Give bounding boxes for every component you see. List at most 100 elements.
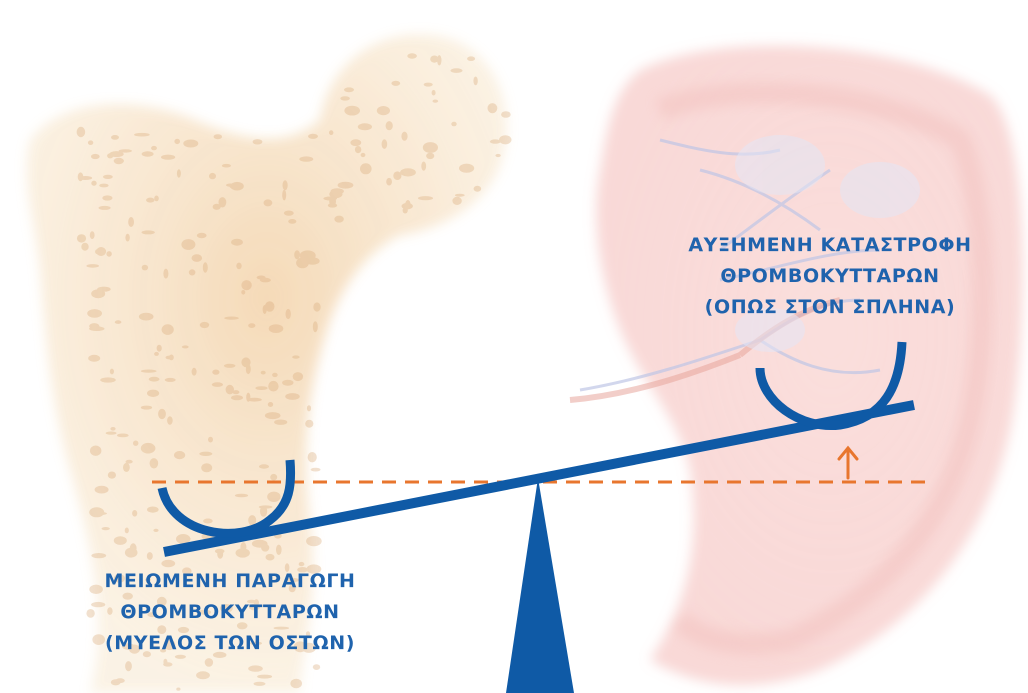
bone-pore: [128, 217, 134, 227]
bone-pore: [130, 543, 137, 553]
bone-pore: [257, 675, 272, 679]
label-line: (ΟΠΩΣ ΣΤΟΝ ΣΠΛΗΝΑ): [630, 292, 1028, 323]
bone-pore: [176, 688, 180, 691]
bone-pore: [150, 458, 159, 468]
bone-pore: [386, 178, 392, 186]
bone-pore: [110, 427, 115, 431]
bone-pore: [299, 156, 313, 161]
bone-pore: [386, 121, 393, 130]
bone-pore: [286, 309, 291, 319]
bone-pore: [292, 355, 299, 358]
bone-pore: [103, 175, 113, 179]
bone-pore: [224, 364, 236, 368]
bone-pore: [189, 269, 196, 275]
bone-pore: [209, 173, 216, 179]
bone-pore: [114, 536, 127, 545]
bone-pore: [158, 409, 166, 419]
bone-pore: [141, 406, 152, 410]
bone-pore: [147, 390, 159, 397]
bone-pore: [283, 180, 288, 190]
bone-pore: [174, 139, 180, 144]
bone-pore: [311, 468, 321, 472]
bone-pore: [331, 188, 344, 194]
bone-pore: [274, 420, 287, 425]
label-line: ΜΕΙΩΜΕΝΗ ΠΑΡΑΓΩΓΗ: [30, 566, 430, 597]
bone-pore: [423, 142, 438, 153]
bone-pore: [192, 254, 203, 262]
bone-pore: [177, 169, 181, 177]
bone-pore: [355, 146, 361, 153]
bone-pore: [91, 154, 100, 159]
bone-pore: [86, 264, 99, 268]
bone-pore: [276, 545, 282, 555]
bone-pore: [126, 460, 133, 464]
bone-pore: [222, 164, 231, 168]
bone-pore: [282, 190, 286, 201]
spleen-illustration: [570, 46, 1023, 686]
bone-pore: [255, 386, 267, 390]
bone-pore: [142, 265, 148, 271]
bone-pore: [257, 276, 266, 280]
bone-pore: [212, 382, 223, 387]
bone-pore: [261, 371, 266, 375]
bone-pore: [89, 507, 104, 517]
increased-destruction-label: ΑΥΞΗΜΕΝΗ ΚΑΤΑΣΤΡΟΦΗ ΘΡΟΜΒΟΚΥΤΤΑΡΩΝ (ΟΠΩΣ…: [630, 230, 1028, 323]
bone-pore: [79, 176, 93, 180]
bone-pore: [254, 682, 266, 686]
bone-pore: [197, 233, 207, 238]
bone-pore: [199, 452, 212, 456]
bone-pore: [313, 321, 318, 332]
bone-pore: [269, 324, 284, 333]
bone-pore: [231, 239, 243, 246]
bone-pore: [102, 527, 110, 530]
bone-pore: [88, 355, 100, 362]
bone-pore: [400, 168, 416, 176]
bone-pore: [117, 434, 129, 438]
bone-pore: [91, 553, 106, 558]
bone-pore: [115, 320, 122, 324]
bone-pore: [305, 420, 313, 428]
bone-pore: [196, 671, 210, 679]
label-line: (ΜΥΕΛΟΣ ΤΩΝ ΟΣΤΩΝ): [30, 628, 430, 659]
bone-pore: [264, 199, 273, 206]
bone-pore: [377, 106, 390, 115]
bone-pore: [308, 452, 317, 462]
bone-pore: [110, 369, 114, 375]
bone-pore: [214, 134, 222, 139]
bone-pore: [106, 432, 117, 435]
bone-pore: [111, 135, 119, 140]
bone-pore: [182, 345, 189, 348]
bone-pore: [154, 352, 159, 356]
bone-pore: [200, 322, 209, 328]
bone-pore: [125, 234, 129, 242]
fulcrum: [506, 478, 574, 693]
bone-pore: [102, 195, 112, 200]
bone-pore: [141, 370, 157, 373]
bone-pore: [473, 77, 477, 86]
bone-pore: [268, 381, 278, 392]
bone-pore: [455, 194, 465, 197]
bone-pore: [323, 197, 337, 201]
bone-pore: [474, 186, 482, 192]
bone-pore: [459, 164, 474, 173]
bone-pore: [246, 393, 250, 402]
bone-pore: [192, 368, 197, 376]
bone-pore: [253, 139, 263, 144]
bone-pore: [248, 323, 255, 328]
bone-pore: [125, 661, 132, 671]
label-line: ΘΡΟΜΒΟΚΥΤΤΑΡΩΝ: [630, 261, 1028, 292]
bone-pore: [360, 163, 372, 174]
bone-pore: [308, 134, 318, 139]
bone-pore: [452, 197, 461, 205]
bone-pore: [229, 184, 237, 189]
bone-pore: [313, 664, 320, 670]
bone-pore: [99, 184, 108, 188]
bone-pore: [153, 529, 158, 532]
bone-pore: [154, 196, 159, 202]
bone-pore: [163, 662, 172, 666]
bone-pore: [123, 463, 130, 472]
bone-pore: [358, 123, 372, 130]
label-line: ΑΥΞΗΜΕΝΗ ΚΑΤΑΣΤΡΟΦΗ: [630, 230, 1028, 261]
bone-pore: [111, 679, 121, 685]
bone-pore: [282, 380, 293, 386]
